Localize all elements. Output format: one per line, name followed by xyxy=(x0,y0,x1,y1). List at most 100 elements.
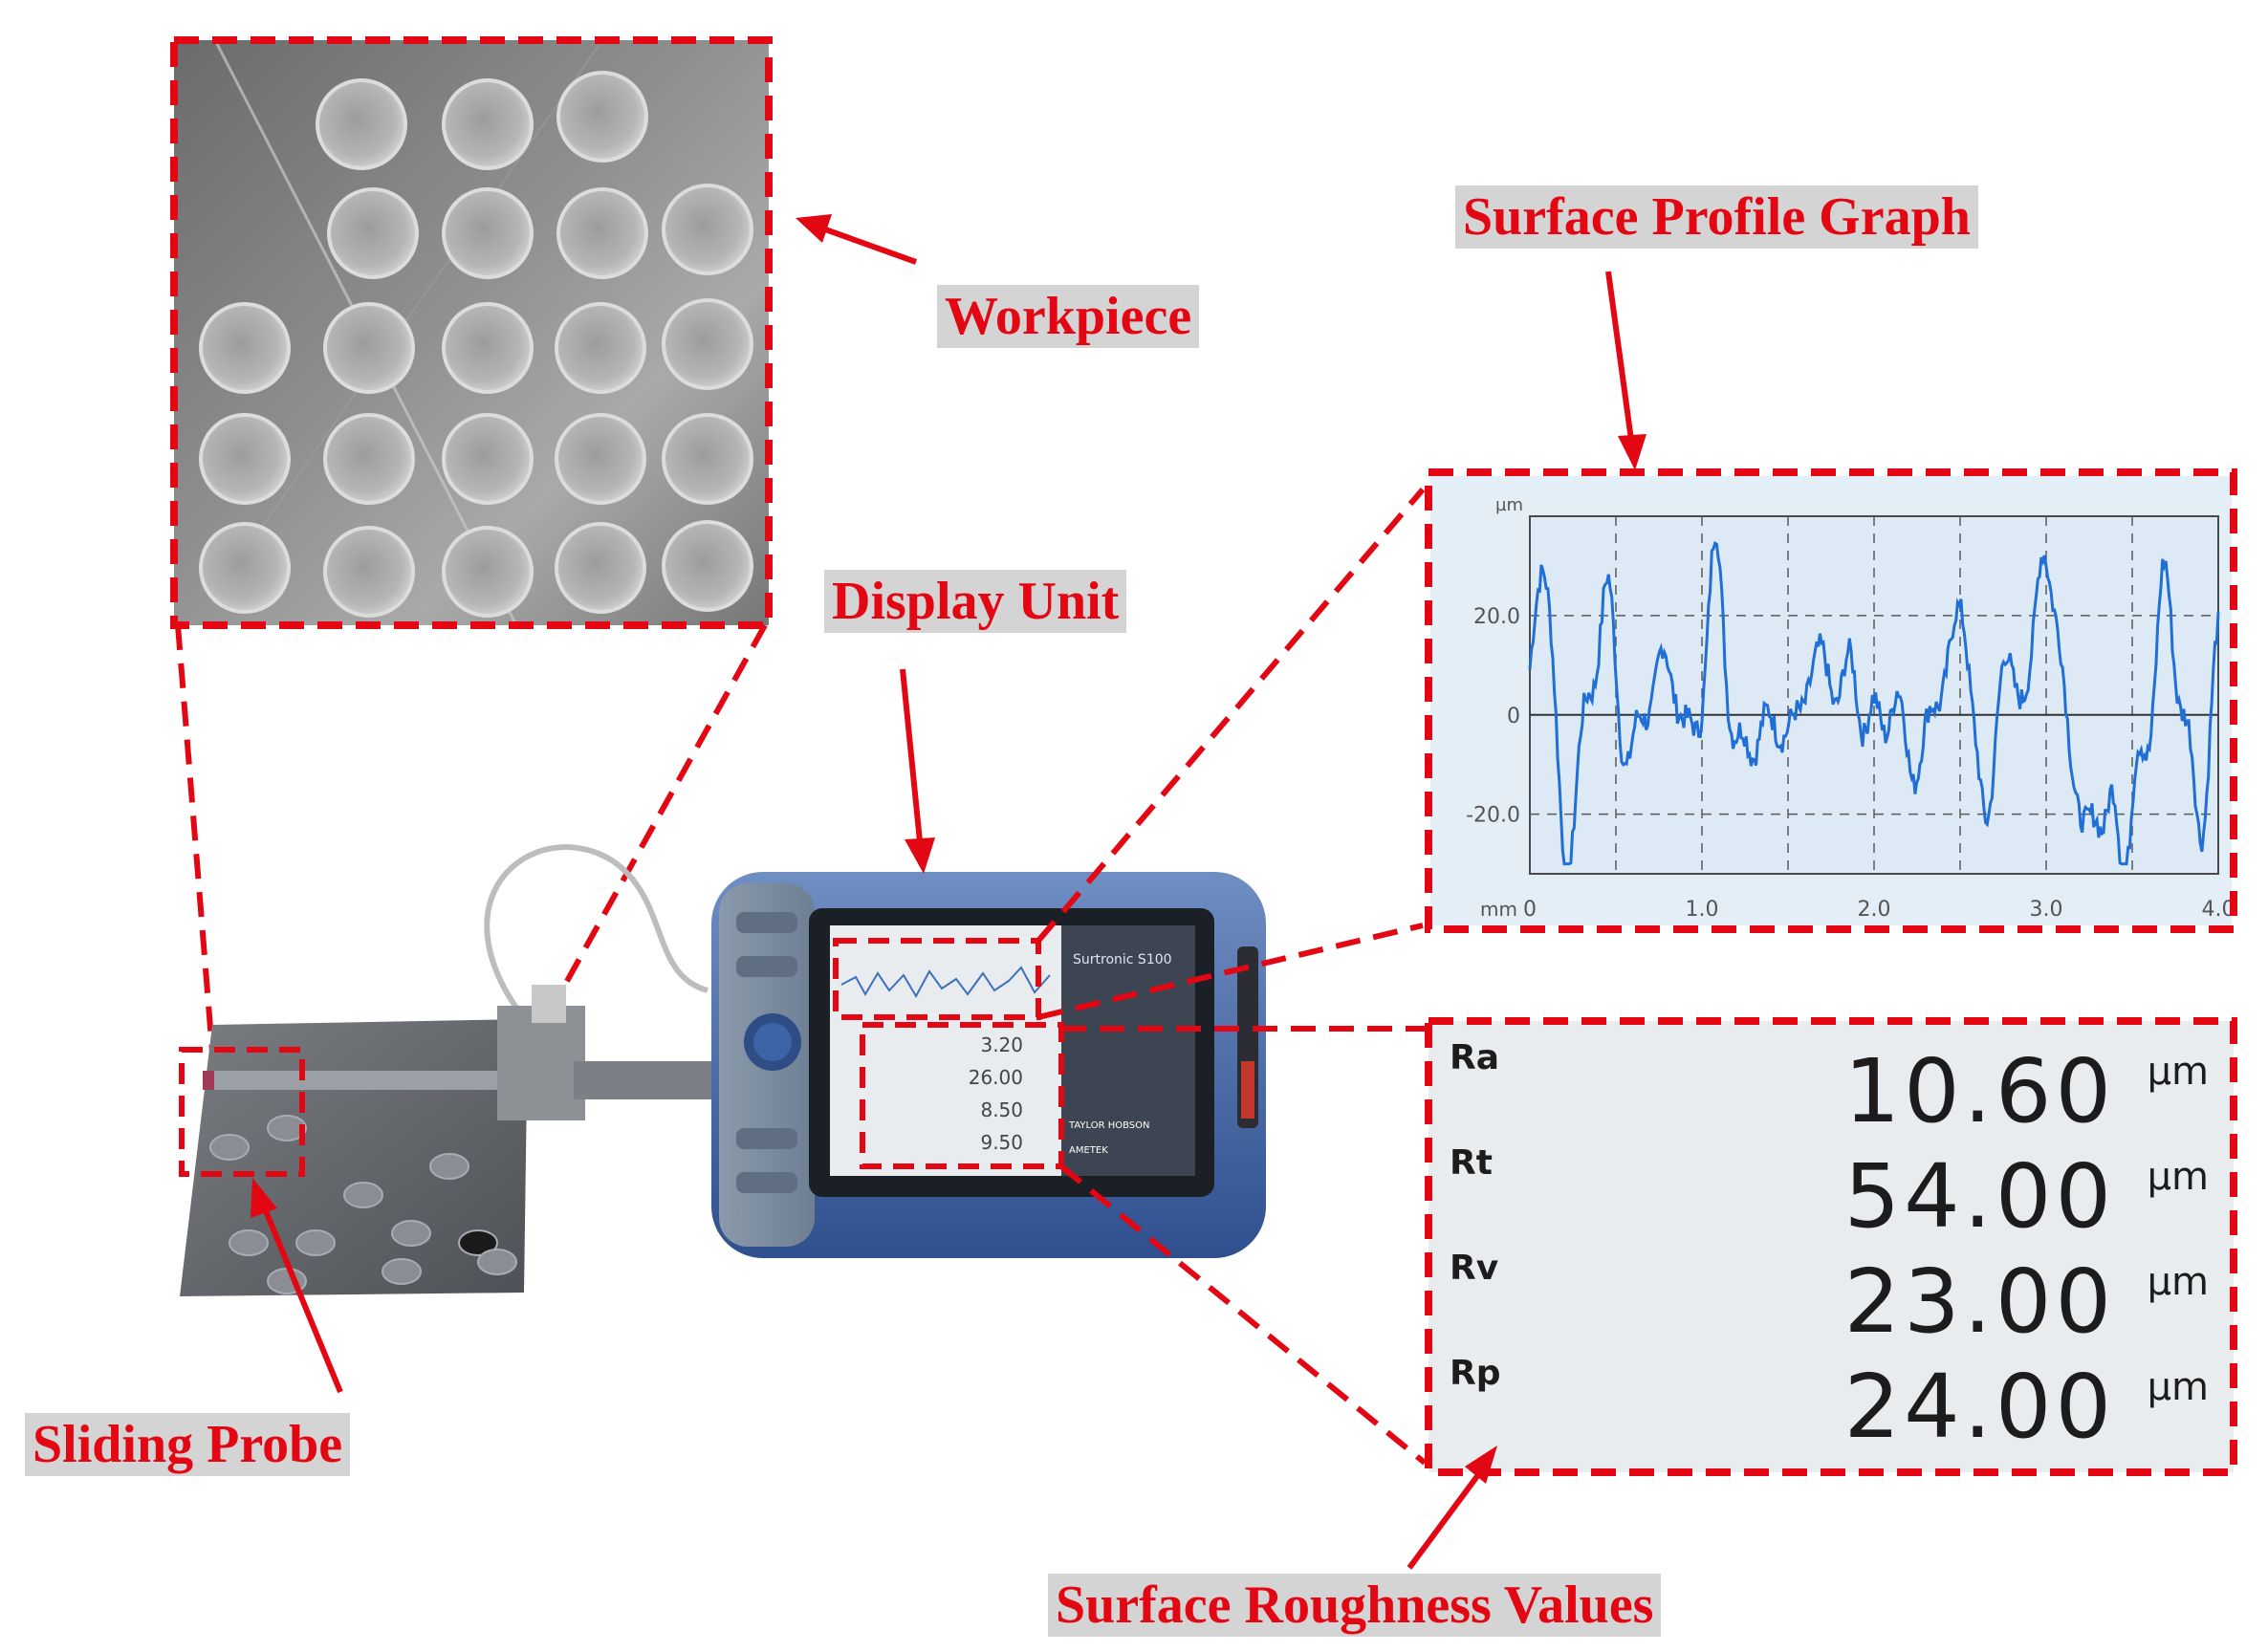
workpiece-zoom-line-right xyxy=(525,623,768,1054)
device-screen-brand: TAYLOR HOBSON xyxy=(1068,1120,1150,1131)
base-plate-dimple xyxy=(229,1229,269,1256)
graph-y-tick-label: 20.0 xyxy=(1473,605,1520,629)
workpiece-dimple xyxy=(323,413,415,505)
surface-profile-graph-frame xyxy=(1425,468,2237,933)
roughness-unit: µm xyxy=(2147,1155,2209,1199)
workpiece-dimple xyxy=(555,522,646,614)
workpiece-dimple xyxy=(316,78,407,170)
roughness-row-rt: Rt 54.00 µm xyxy=(1432,1143,2228,1245)
device-screen-value: 3.20 xyxy=(980,1033,1023,1056)
roughness-name: Rv xyxy=(1450,1249,1499,1288)
workpiece-zoom-frame xyxy=(170,36,773,629)
roughness-name: Rp xyxy=(1450,1354,1501,1393)
roughness-row-rv: Rv 23.00 µm xyxy=(1432,1249,2228,1350)
values-zoom-line-bottom xyxy=(1059,1163,1427,1466)
workpiece-dimple xyxy=(556,187,648,279)
base-plate-dimple xyxy=(267,1115,307,1141)
roughness-unit: µm xyxy=(2147,1050,2209,1094)
graph-x-tick-label: 3.0 xyxy=(2030,898,2063,922)
roughness-values-frame xyxy=(1425,1017,2237,1476)
roughness-value: 54.00 xyxy=(1843,1145,2115,1248)
surface-roughness-values-label: Surface Roughness Values xyxy=(1048,1574,1662,1637)
base-plate-dimple xyxy=(477,1249,517,1275)
workpiece-dimple xyxy=(327,187,419,279)
workpiece-dimple xyxy=(442,302,534,394)
roughness-name: Ra xyxy=(1450,1038,1500,1077)
device-screen-values: 3.20 26.00 8.50 9.50 xyxy=(969,1033,1023,1154)
roughness-row-ra: Ra 10.60 µm xyxy=(1432,1038,2228,1140)
workpiece-dimple xyxy=(662,520,753,612)
surface-profile-graph-label: Surface Profile Graph xyxy=(1455,185,1978,249)
device-side-buttons xyxy=(736,912,801,1193)
surface-profile-graph-arrow xyxy=(1605,271,1634,441)
workpiece-dimple xyxy=(323,302,415,394)
workpiece-dimple xyxy=(556,71,648,163)
screen-graph-highlight-frame xyxy=(833,938,1041,1020)
probe-highlight-frame xyxy=(179,1047,305,1177)
base-plate-dimple xyxy=(295,1229,336,1256)
roughness-unit: µm xyxy=(2147,1365,2209,1409)
workpiece-dimple xyxy=(323,526,415,618)
workpiece-dimple xyxy=(199,522,291,614)
base-plate-dimple xyxy=(391,1220,431,1247)
graph-x-tick-label: 0 xyxy=(1523,898,1537,922)
surface-profile-trace xyxy=(1528,541,2220,866)
workpiece-dimple-grid xyxy=(199,71,753,618)
instrument-photo: Surtronic S100 TAYLOR HOBSON AMETEK 3.20… xyxy=(180,844,1266,1296)
surface-roughness-values-arrowhead xyxy=(1465,1446,1497,1484)
base-plate-dimple xyxy=(382,1258,422,1285)
workpiece-dimple xyxy=(662,298,753,390)
workpiece-arrowhead xyxy=(796,214,832,243)
device-screen-maker: AMETEK xyxy=(1069,1145,1108,1156)
surface-profile-graph-arrowhead xyxy=(1618,434,1646,470)
graph-y-tick-label: -20.0 xyxy=(1466,804,1520,828)
sliding-probe-arrowhead xyxy=(251,1178,277,1218)
workpiece-dimple xyxy=(442,78,534,170)
roughness-values-background xyxy=(1428,1021,2234,1472)
roughness-value: 24.00 xyxy=(1843,1356,2115,1458)
device-screen-value: 26.00 xyxy=(969,1066,1023,1089)
workpiece-photo xyxy=(174,39,769,626)
roughness-values-panel: Ra 10.60 µm Rt 54.00 µm Rv 23.00 µm Rp 2… xyxy=(1432,1025,2228,1467)
base-plate-dimple xyxy=(458,1229,498,1256)
roughness-row-rp: Rp 24.00 µm xyxy=(1432,1354,2228,1455)
workpiece-dimple xyxy=(442,187,534,279)
base-plate-dimples xyxy=(209,1115,517,1294)
workpiece-arrow xyxy=(813,223,918,265)
device-screen-value: 9.50 xyxy=(980,1131,1023,1154)
graph-x-tick-label: 1.0 xyxy=(1686,898,1719,922)
workpiece-dimple xyxy=(199,302,291,394)
workpiece-dimple xyxy=(442,413,534,505)
base-plate-dimple xyxy=(343,1182,383,1208)
sliding-probe-arrow xyxy=(261,1205,343,1394)
graph-y-unit: µm xyxy=(1495,495,1523,515)
surface-roughness-values-arrow xyxy=(1407,1470,1483,1570)
device-screen-mini-trace xyxy=(840,966,1051,999)
graph-x-tick-label: 2.0 xyxy=(1858,898,1891,922)
workpiece-dimple xyxy=(662,184,753,275)
device-screen-value: 8.50 xyxy=(980,1098,1023,1121)
display-unit-arrowhead xyxy=(905,837,935,874)
base-plate-dimple xyxy=(429,1153,469,1180)
workpiece-dimple xyxy=(662,413,753,505)
workpiece-dimple xyxy=(442,526,534,618)
display-unit-arrow xyxy=(900,668,923,842)
sliding-probe-label: Sliding Probe xyxy=(25,1413,351,1476)
roughness-value: 23.00 xyxy=(1843,1250,2115,1353)
roughness-value: 10.60 xyxy=(1843,1040,2115,1142)
workpiece-label: Workpiece xyxy=(937,285,1200,348)
graph-zoom-line-top xyxy=(1036,488,1426,943)
roughness-name: Rt xyxy=(1450,1143,1493,1183)
device-screen-model: Surtronic S100 xyxy=(1073,952,1172,967)
graph-zoom-line-bottom xyxy=(1037,923,1424,1020)
workpiece-dimple xyxy=(199,413,291,505)
workpiece-dimple xyxy=(555,302,646,394)
workpiece-dimple xyxy=(555,413,646,505)
graph-y-tick-label: 0 xyxy=(1507,705,1520,728)
workpiece-zoom-line-left xyxy=(175,624,215,1053)
graph-x-unit: mm xyxy=(1480,898,1517,921)
display-unit-label: Display Unit xyxy=(824,570,1127,633)
